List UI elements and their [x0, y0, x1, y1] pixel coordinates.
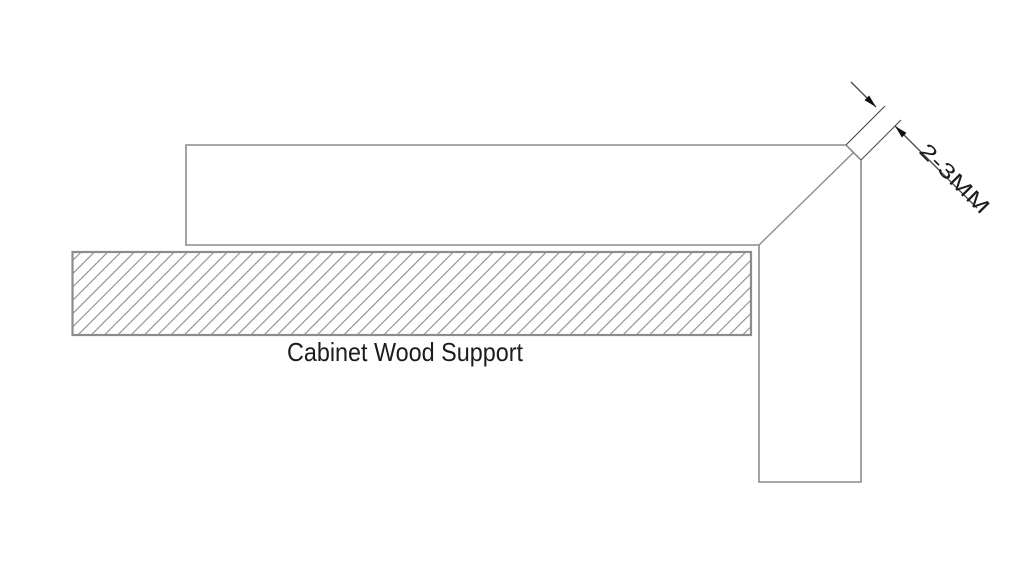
miter-joint-line — [758, 151, 854, 246]
chamfer-dimension-label: 2-3MM — [914, 139, 994, 219]
countertop-profile-outline — [185, 144, 862, 483]
cabinet-support-hatched-rect — [71, 250, 753, 337]
chamfer-dimension-leader-bottom — [894, 125, 978, 209]
chamfer-extension-line-top — [845, 105, 886, 146]
chamfer-dimension-arrowhead-top — [864, 95, 876, 107]
support-label: Cabinet Wood Support — [287, 337, 524, 367]
chamfer-extension-line-bottom — [860, 119, 902, 161]
chamfer-dimension-arrowhead-bottom — [895, 126, 907, 138]
